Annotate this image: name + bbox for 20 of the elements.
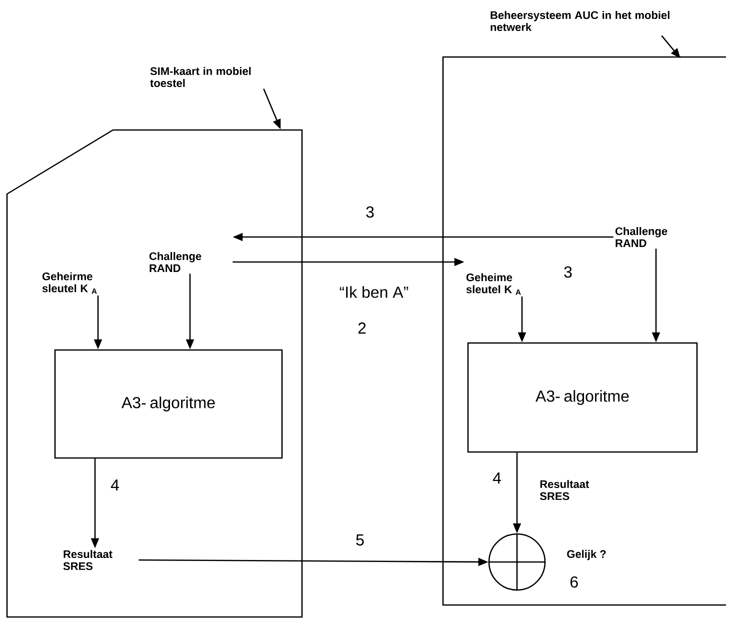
text-label: SIM-kaart in mobiel toestel <box>150 66 251 88</box>
text-label: Challenge RAND <box>149 252 202 272</box>
comparison-label: Gelijk ? <box>567 550 606 560</box>
process-box: A3- algoritme <box>54 349 283 459</box>
edge-label: 3 <box>366 206 374 218</box>
edge-label: “Ik ben A” <box>340 286 408 298</box>
step-number: 4 <box>492 472 501 484</box>
text-label: Challenge RAND <box>615 227 668 247</box>
step-number: 6 <box>570 576 578 588</box>
text-label: Resultaat SRES <box>63 550 112 570</box>
comparator-circle <box>488 532 546 592</box>
process-box: A3- algoritme <box>467 342 698 453</box>
text-label: Geheime sleutel K $_{A}$ <box>466 273 521 295</box>
step-number: 4 <box>110 480 119 490</box>
step-number: 2 <box>358 322 366 334</box>
text-label: Geheirme sleutel K $_{A}$ <box>42 272 97 294</box>
text-label: Beheersysteem AUC in het mobiel netwerk <box>490 10 670 32</box>
edge-label: 5 <box>356 534 364 546</box>
step-number: 3 <box>564 266 572 278</box>
edge-label: Resultaat SRES <box>540 480 590 500</box>
